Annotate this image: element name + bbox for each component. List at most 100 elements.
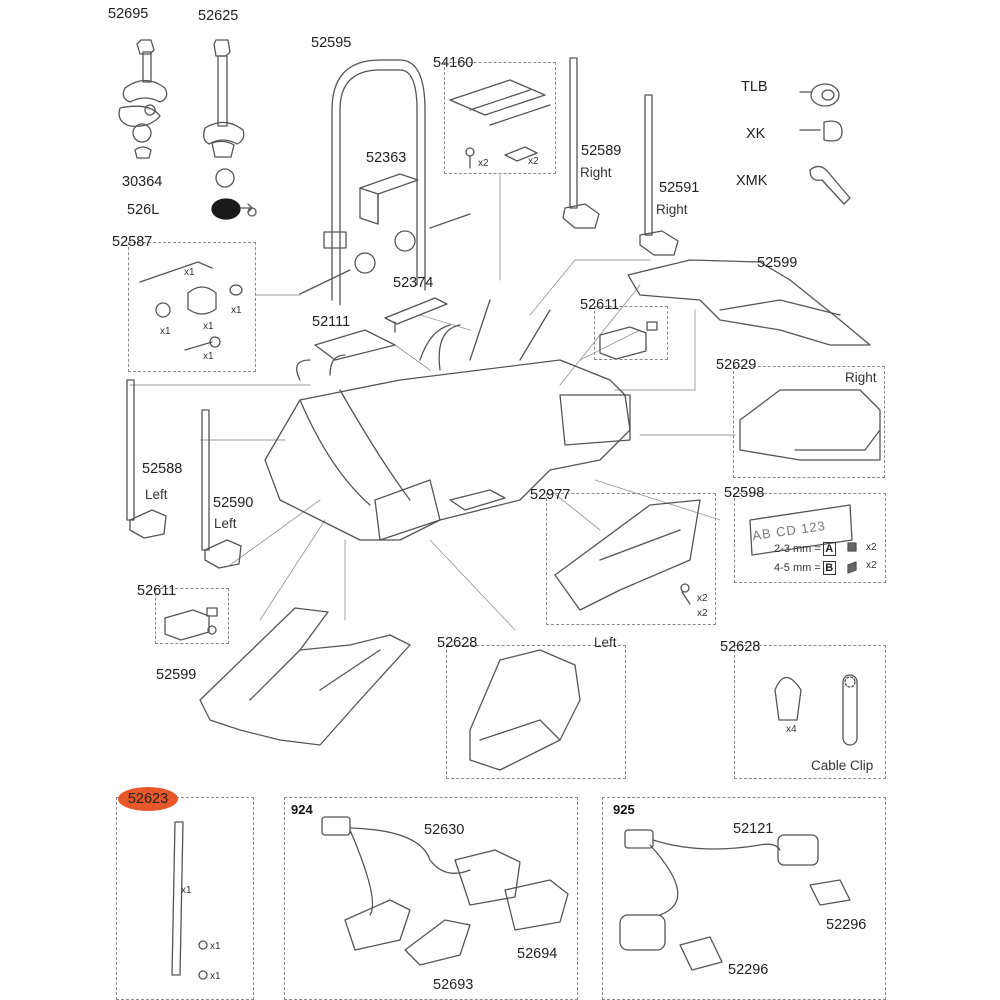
part-label-52599-left: 52599: [156, 667, 197, 683]
box-52598: [734, 493, 886, 583]
frame-52595: [323, 59, 426, 306]
box-52611-left: [155, 588, 229, 644]
part-label-52611-left: 52611: [137, 583, 177, 599]
end-cap-52611-left: [164, 607, 218, 641]
spacer-row-b-label: 4-5 mm =: [774, 561, 821, 574]
plate-52598: [749, 504, 857, 574]
cover-52111: [314, 329, 396, 361]
part-label-52121: 52121: [733, 821, 774, 837]
wheel-tray-52599-top: [627, 259, 871, 346]
qty-54160-plate: x2: [528, 156, 539, 167]
part-label-52977: 52977: [530, 487, 571, 503]
rail-kit-54160: [449, 79, 551, 169]
part-label-TLB: TLB: [741, 79, 768, 95]
side-label-left-52628: Left: [594, 635, 617, 650]
part-label-52694: 52694: [517, 946, 558, 962]
side-label-right-52629: Right: [845, 370, 877, 385]
part-label-52629: 52629: [716, 357, 757, 373]
side-label-right-52589: Right: [580, 165, 612, 180]
strap-52623: [171, 821, 208, 980]
spacer-row-a: 2-3 mm = A: [774, 542, 838, 556]
part-label-XK: XK: [746, 126, 766, 142]
qty-52587-bolt: x1: [203, 351, 214, 362]
part-label-52589: 52589: [581, 143, 622, 159]
qty-52587-washer: x1: [231, 305, 242, 316]
part-label-52587: 52587: [112, 234, 153, 250]
qty-52587-wrench: x1: [184, 267, 195, 278]
part-label-52625: 52625: [198, 8, 239, 24]
part-label-52363: 52363: [366, 150, 407, 166]
qty-52623-strap: x1: [181, 885, 192, 896]
kit-label-925: 925: [613, 802, 635, 817]
spacer-row-a-label: 2-3 mm =: [774, 542, 821, 555]
box-52628-left: [446, 645, 626, 779]
part-label-30364: 30364: [122, 174, 163, 190]
light-52629: [739, 389, 881, 461]
part-label-52111: 52111: [312, 314, 351, 330]
part-label-52693: 52693: [433, 977, 474, 993]
spacer-letter-a: A: [822, 542, 836, 556]
cap-30364a: [132, 123, 152, 143]
part-label-526L: 526L: [127, 202, 160, 218]
part-label-52296-a: 52296: [826, 917, 867, 933]
knob-pair: [299, 213, 471, 295]
box-52587: [128, 242, 256, 372]
box-52628-right: [734, 645, 886, 779]
lock-knob-526L: [211, 198, 257, 220]
hook-52590: [201, 409, 242, 569]
qty-52587-spacer: x1: [160, 326, 171, 337]
wiring-924: [321, 816, 569, 966]
part-label-52588: 52588: [142, 461, 183, 477]
side-label-right-52591: Right: [656, 202, 688, 217]
wheel-tray-52599-left: [199, 607, 411, 746]
wiring-925: [619, 829, 851, 971]
clamp-arm-52625: [203, 39, 245, 158]
hook-52591: [639, 94, 679, 256]
key-xmk-icon: [809, 165, 851, 205]
part-label-52296-b: 52296: [728, 962, 769, 978]
qty-54160-screw: x2: [478, 158, 489, 169]
part-label-52695: 52695: [108, 6, 149, 22]
lock-cylinder-icon: [799, 83, 840, 107]
main-assembly: [264, 299, 631, 541]
box-52629: [733, 366, 885, 478]
cap-30364: [215, 168, 235, 188]
qty-52977-b: x2: [697, 608, 708, 619]
box-52623: [116, 797, 254, 1000]
qty-52623-nut: x1: [210, 941, 221, 952]
part-label-52374: 52374: [393, 275, 434, 291]
part-label-52595: 52595: [311, 35, 352, 51]
clamp-arm-52695: [118, 39, 168, 127]
tool-kit-52587: [139, 261, 243, 351]
part-label-52611-top: 52611: [580, 297, 620, 313]
box-52611-top: [594, 306, 668, 360]
side-label-left-52590: Left: [214, 516, 237, 531]
qty-52598-b: x2: [866, 560, 877, 571]
box-52977: [546, 493, 716, 625]
qty-52598-a: x2: [866, 542, 877, 553]
qty-52977-a: x2: [697, 593, 708, 604]
highlighted-part-badge-52623[interactable]: 52623: [118, 787, 178, 811]
part-label-XMK: XMK: [736, 173, 768, 189]
part-label-52599-top: 52599: [757, 255, 798, 271]
spacer-row-b: 4-5 mm = B: [774, 561, 838, 575]
part-label-52630: 52630: [424, 822, 465, 838]
holder-52363: [359, 173, 419, 225]
end-cap-52611-top: [599, 321, 658, 360]
light-52628-left: [469, 649, 581, 771]
part-label-52628-left: 52628: [437, 635, 478, 651]
box-54160: [444, 62, 556, 174]
qty-52628-clip: x4: [786, 724, 797, 735]
part-label-52591: 52591: [659, 180, 700, 196]
bracket-52374: [384, 297, 448, 333]
part-label-52628-right: 52628: [720, 639, 761, 655]
part-label-54160: 54160: [433, 55, 474, 71]
side-label-left-52588: Left: [145, 487, 168, 502]
qty-52623-screw: x1: [210, 971, 221, 982]
cable-clip-52628: [774, 674, 858, 746]
hook-52589: [562, 57, 600, 229]
hook-52588: [126, 379, 167, 539]
qty-52587-knob: x1: [203, 321, 214, 332]
part-label-52598: 52598: [724, 485, 765, 501]
